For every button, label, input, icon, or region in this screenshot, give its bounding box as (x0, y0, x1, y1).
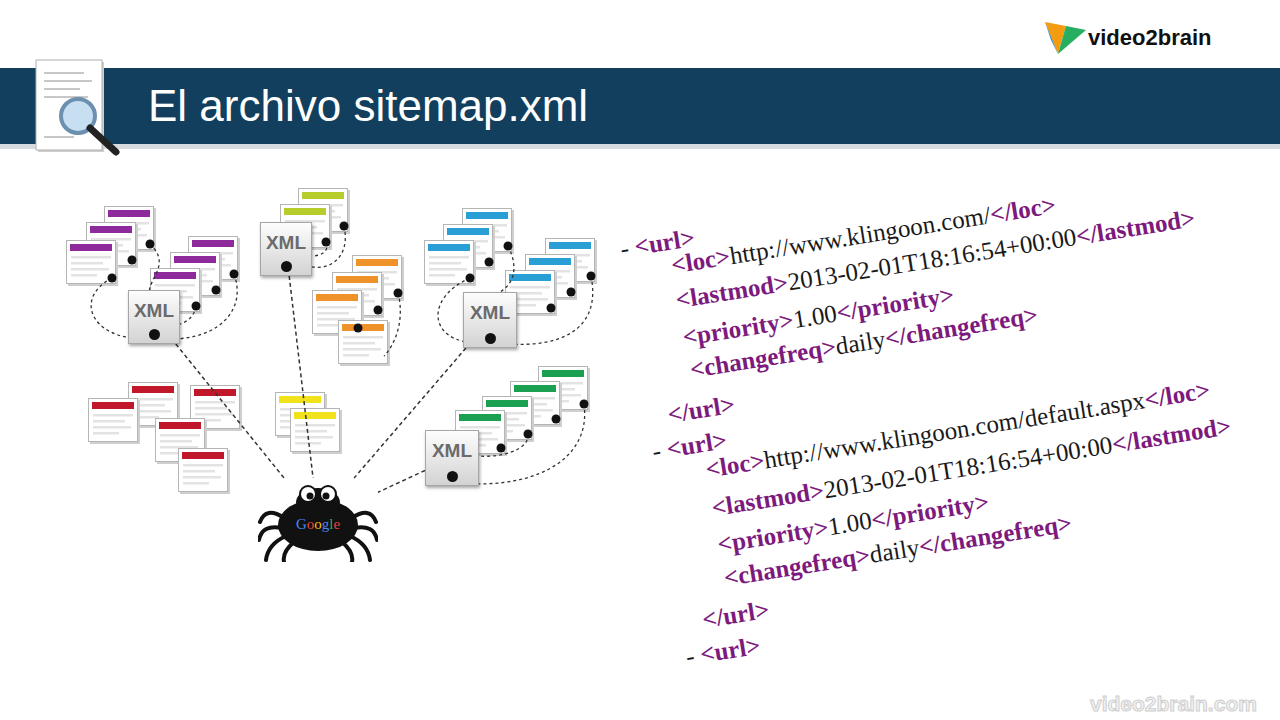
page-icon (89, 399, 141, 445)
link-dot (340, 222, 349, 231)
code-tag: <url> (698, 632, 762, 668)
code-tag: </loc> (988, 191, 1057, 228)
link-dot (547, 304, 556, 313)
page-icon (179, 449, 231, 495)
brand-facet (1058, 26, 1086, 54)
link-dot (128, 256, 137, 265)
magnifier-handle (90, 128, 116, 152)
leader-lines (91, 226, 593, 484)
page-icon (67, 241, 119, 287)
spider-eye (300, 486, 316, 502)
icon-line (44, 72, 84, 74)
watermark: video2brain.com (1090, 691, 1257, 717)
crawler-letter: g (322, 516, 330, 532)
link-dot (567, 288, 576, 297)
spider-pupil (307, 493, 314, 500)
icon-line (44, 88, 80, 90)
connector-group (176, 276, 466, 492)
crawler-letter: e (333, 516, 340, 532)
page-icon (291, 409, 343, 455)
link-dot (394, 289, 403, 298)
code-sample: - <url><loc>http://www.klingoon.com/</lo… (615, 118, 1280, 702)
code-tag: </url> (666, 391, 737, 428)
file-type: XML (464, 293, 516, 324)
crawler-node: Google (258, 478, 378, 562)
link-dot (212, 286, 221, 295)
code-value: 1.00 (791, 300, 838, 334)
leader-line (384, 293, 400, 356)
spider-eye (320, 486, 336, 502)
page-cluster (67, 189, 598, 495)
brand-icon (1045, 22, 1086, 54)
icon-paper (36, 60, 102, 150)
code-line: </url> (700, 595, 771, 635)
title-icon (36, 60, 116, 152)
code-tag: </loc> (1142, 376, 1211, 413)
code-tag: <lastmod> (710, 477, 826, 521)
code-value: daily (868, 534, 922, 568)
file-icon: XML (425, 430, 479, 486)
crawl-link (176, 344, 284, 478)
slide-title: El archivo sitemap.xml (148, 80, 588, 132)
link-dot (192, 302, 201, 311)
icon-line (44, 136, 74, 138)
link-dot (580, 400, 589, 409)
leader-line (478, 434, 528, 456)
link-dot (485, 258, 494, 267)
link-dot (524, 430, 533, 439)
crawler-letter: l (329, 516, 333, 532)
crawler-letter: o (307, 516, 315, 532)
crawl-link (289, 276, 313, 478)
code-value: daily (834, 325, 888, 359)
code-tag: </lastmod> (1110, 412, 1233, 457)
link-dot (322, 238, 331, 247)
link-dot (354, 324, 363, 333)
file-icon: XML (128, 290, 180, 344)
crawler-letter: o (314, 516, 322, 532)
code-line: </url> (666, 390, 737, 430)
title-band (0, 68, 1280, 144)
brand-name: video2brain (1088, 24, 1211, 52)
file-icon: XML (463, 292, 517, 348)
brand-facet (1045, 22, 1058, 54)
page-icon (425, 241, 477, 287)
link-dot (108, 274, 117, 283)
file-icon: XML (260, 222, 312, 276)
link-dots (108, 222, 596, 453)
leader-line (500, 246, 514, 292)
link-dot (497, 444, 506, 453)
file-type: XML (426, 431, 478, 462)
code-value: 1.00 (826, 507, 873, 541)
code-tag: </lastmod> (1074, 204, 1197, 249)
code-line: - <url> (684, 631, 763, 672)
crawl-link (378, 470, 425, 492)
link-dot (504, 242, 513, 251)
link-dot (230, 270, 239, 279)
link-dot (466, 274, 475, 283)
icon-line (44, 80, 92, 82)
file-type: XML (129, 291, 179, 322)
link-dot (587, 272, 596, 281)
crawler-name: Google (258, 515, 378, 533)
page-icon (339, 321, 391, 367)
title-rule (0, 144, 1280, 149)
link-dot (552, 415, 561, 424)
link-dot (146, 240, 155, 249)
spider-pupil (323, 493, 330, 500)
crawler-letter: G (296, 516, 307, 532)
file-type: XML (261, 223, 311, 254)
link-dot (374, 306, 383, 315)
code-tag: </url> (700, 596, 771, 633)
